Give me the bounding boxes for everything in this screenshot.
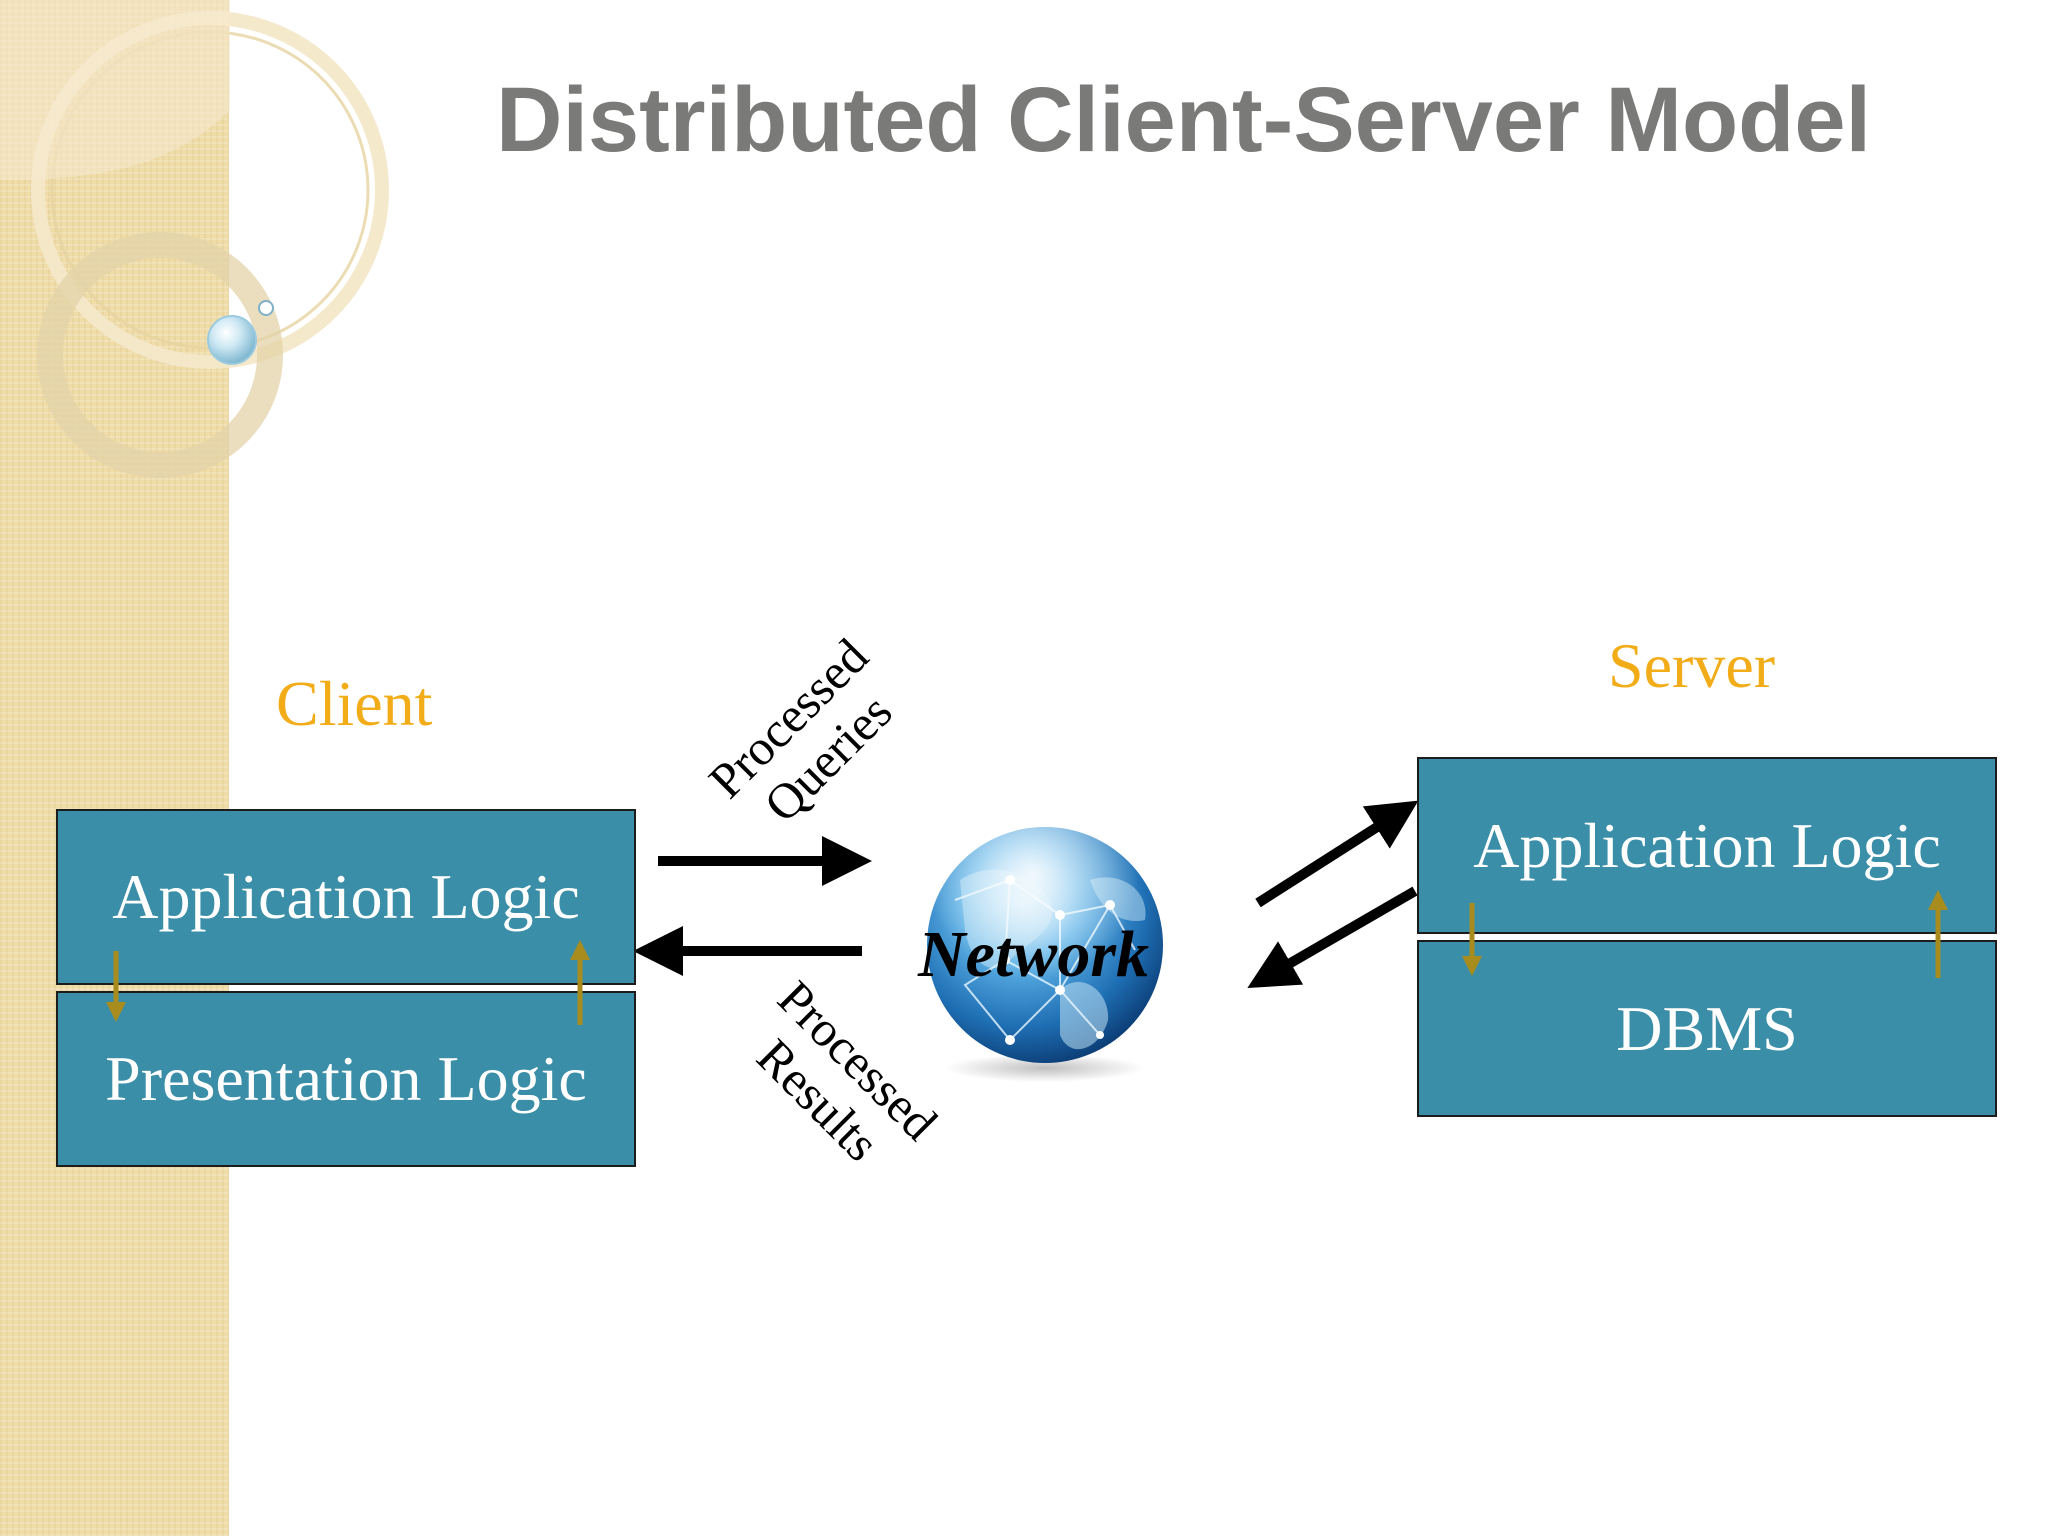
client-label: Client [276, 668, 433, 739]
server-label: Server [1608, 630, 1776, 701]
network-label: Network [918, 918, 1149, 991]
processed-results-label: Processed Results [714, 956, 963, 1205]
client-presentation-logic-box: Presentation Logic [56, 991, 636, 1167]
decorative-sidebar [0, 0, 229, 1536]
processed-queries-label: Processed Queries [684, 614, 933, 863]
decorative-bubble-small [258, 300, 274, 316]
server-dbms-box: DBMS [1417, 940, 1997, 1117]
server-out-arrow [1247, 886, 1418, 989]
slide-title: Distributed Client-Server Model [496, 69, 1872, 171]
server-application-logic-box: Application Logic [1417, 757, 1997, 934]
server-in-arrow [1255, 800, 1419, 908]
client-application-logic-box: Application Logic [56, 809, 636, 985]
